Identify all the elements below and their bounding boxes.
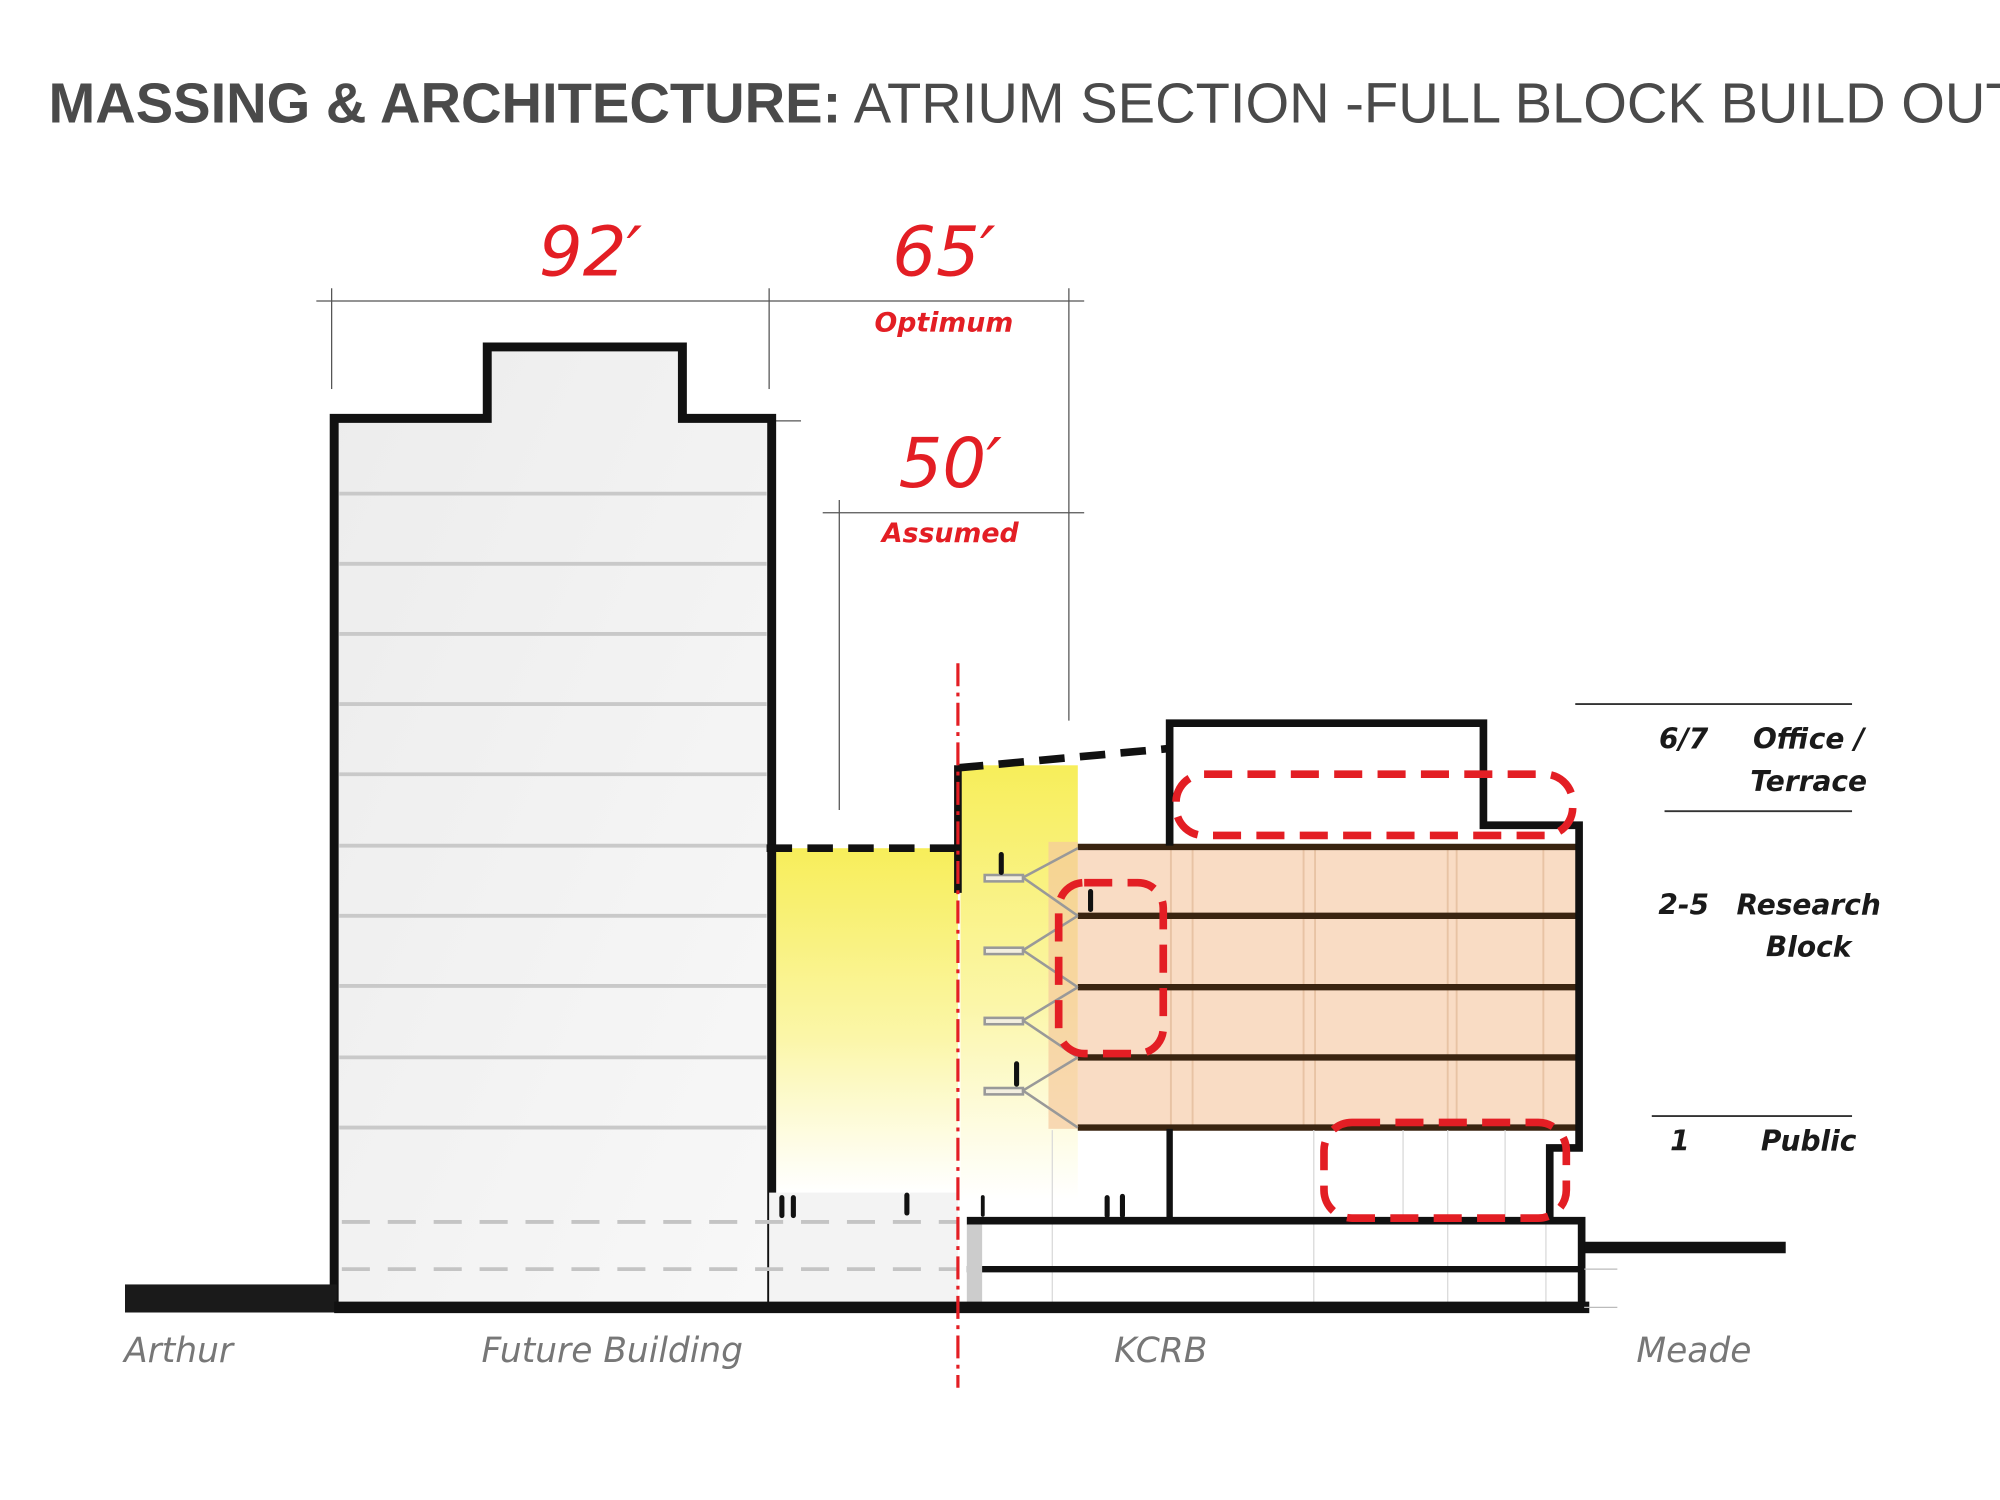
highlight-zones: [1054, 770, 1577, 1222]
atrium-roof-dashed: [766, 744, 1168, 853]
assumed-label: Assumed: [880, 518, 1020, 549]
dimension-lines: [316, 288, 1085, 810]
assumed-dimension: 50′: [899, 424, 1003, 504]
highlight-public: [1320, 1118, 1571, 1222]
research-floor-slabs: [1077, 843, 1580, 1131]
level-use-office: Office /: [1753, 723, 1867, 756]
label-kcrb: KCRB: [1114, 1331, 1207, 1371]
future-building-tower: [329, 342, 777, 1312]
level-use-terrace: Terrace: [1750, 765, 1867, 798]
level-legend: 6/7 Office / Terrace 2-5 Research Block …: [1658, 723, 1880, 1158]
level-floors-6-7: 6/7: [1659, 723, 1709, 756]
tower-width-dimension: 92′: [539, 213, 643, 293]
optimum-label: Optimum: [875, 308, 1014, 339]
highlight-atrium-edge: [1054, 878, 1168, 1058]
page-title: MASSING & ARCHITECTURE: ATRIUM SECTION -…: [48, 71, 2000, 134]
future-building-podium: [769, 1192, 958, 1305]
level-use-research: Research: [1737, 889, 1881, 922]
level-floors-2-5: 2-5: [1658, 889, 1709, 922]
atrium-bridges: [983, 847, 1079, 1129]
level-legend-lines: [1575, 703, 1853, 1118]
tower-floor-lines: [339, 491, 767, 1130]
label-meade: Meade: [1636, 1331, 1751, 1371]
basement-dashed-lines: [341, 1220, 957, 1272]
basement-stair: [966, 1224, 983, 1304]
level-use-public: Public: [1761, 1125, 1857, 1158]
people-silhouettes: [779, 852, 1125, 1219]
atrium-light-left: [766, 848, 958, 1193]
label-future-building: Future Building: [482, 1331, 743, 1371]
kcrb-basement-top: [966, 1216, 1586, 1308]
kcrb-outline: [1165, 719, 1583, 1221]
level-use-block: Block: [1766, 931, 1854, 964]
arthur-ground-slab: [125, 1284, 337, 1313]
meade-grade-lines: [1584, 1268, 1618, 1309]
label-arthur: Arthur: [122, 1331, 235, 1371]
ground-floor-mullions: [1051, 1130, 1547, 1304]
optimum-dimension: 65′: [892, 213, 996, 293]
level-floors-1: 1: [1670, 1125, 1690, 1158]
